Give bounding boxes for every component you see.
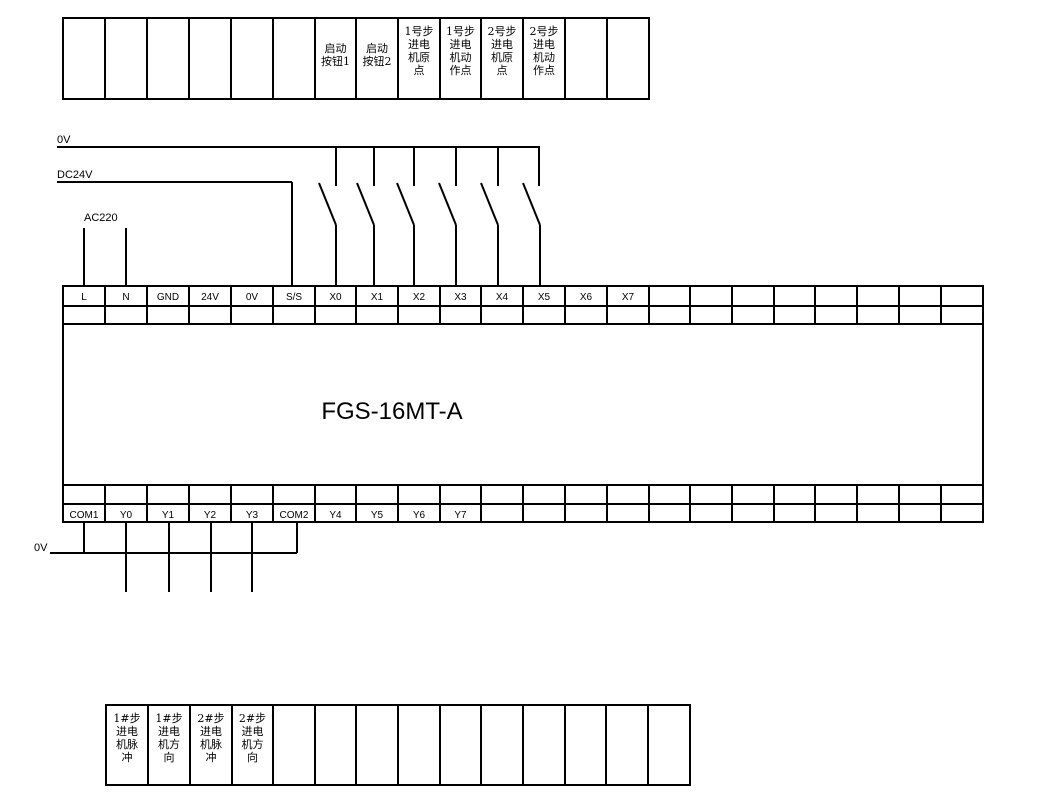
input-terminal-24v: 24V [201, 292, 219, 303]
input-label-line: 机动 [533, 50, 555, 64]
input-label-line: 2号步 [488, 25, 517, 38]
output-terminal-y0: Y0 [120, 510, 133, 521]
output-label-line: 1#步 [113, 712, 140, 725]
power-rails: 0V DC24V AC220 [57, 134, 540, 286]
output-label-line: 进电 [200, 725, 222, 738]
output-terminal-y4: Y4 [329, 510, 342, 521]
output-wiring: 0V [34, 522, 298, 592]
ac220-label: AC220 [84, 212, 118, 224]
input-switch-x2 [396, 147, 415, 286]
output-terminal-y6: Y6 [413, 510, 426, 521]
output-label-line: 机脉 [200, 737, 222, 751]
input-label-line: 1号步 [446, 25, 475, 38]
input-switch-x5 [522, 147, 541, 286]
input-terminal-0v: 0V [246, 292, 259, 303]
input-label-line: 按钮2 [363, 54, 392, 68]
output-label-line: 进电 [158, 725, 180, 738]
input-terminal-x0: X0 [329, 292, 342, 303]
output-terminal-y5: Y5 [371, 510, 384, 521]
input-label-line: 作点 [533, 64, 555, 77]
output-label-line: 进电 [242, 725, 264, 738]
input-label-line: 2号步 [530, 25, 559, 38]
rail-label-dc24v: DC24V [57, 169, 93, 181]
input-label-line: 作点 [450, 64, 472, 77]
output-label-line: 进电 [116, 725, 138, 738]
output-label-line: 机方 [158, 737, 180, 751]
output-terminal-com1: COM1 [70, 510, 99, 521]
input-switch-x1 [356, 147, 375, 286]
output-label-line: 冲 [122, 750, 133, 764]
input-terminal-n: N [122, 292, 129, 303]
rail-label-0v: 0V [57, 134, 71, 146]
plc-body: L N GND 24V 0V S/S X0 X1 X2 X3 X4 X5 X6 X7 COM1 Y0 Y1 Y2… [62, 285, 984, 523]
output-terminal-y1: Y1 [162, 510, 175, 521]
output-terminal-y7: Y7 [454, 510, 467, 521]
input-label-line: 进电 [408, 38, 430, 51]
input-label-line: 进电 [533, 38, 555, 51]
input-label-strip: 启动按钮1启动按钮21号步进电机原点1号步进电机动作点2号步进电机原点2号步进电… [62, 17, 650, 100]
input-switch-x4 [480, 147, 499, 286]
input-terminal-gnd: GND [157, 292, 179, 303]
plc-model-label: FGS-16MT-A [321, 398, 462, 425]
output-label-line: 2#步 [239, 712, 266, 725]
output-terminal-com2: COM2 [280, 510, 309, 521]
input-label-line: 进电 [450, 38, 472, 51]
input-switch-x0 [318, 147, 337, 286]
input-switch-x3 [438, 147, 457, 286]
output-label-line: 冲 [206, 750, 217, 764]
input-label-line: 点 [414, 64, 425, 77]
input-label-line: 启动 [325, 42, 347, 55]
input-terminal-ss: S/S [286, 292, 302, 303]
output-label-line: 2#步 [197, 712, 224, 725]
input-label-line: 按钮1 [321, 54, 350, 68]
output-label-line: 机方 [242, 737, 264, 751]
input-terminal-x2: X2 [413, 292, 426, 303]
input-label-line: 点 [497, 64, 508, 77]
input-terminal-x3: X3 [454, 292, 467, 303]
input-label-line: 启动 [366, 42, 388, 55]
input-label-line: 机动 [450, 50, 472, 64]
output-terminal-y3: Y3 [246, 510, 259, 521]
output-label-line: 向 [164, 750, 175, 764]
input-label-line: 机原 [491, 50, 513, 64]
input-label-line: 1号步 [405, 25, 434, 38]
input-terminal-x4: X4 [496, 292, 509, 303]
input-terminal-x5: X5 [538, 292, 551, 303]
input-terminal-x1: X1 [371, 292, 384, 303]
output-label-line: 1#步 [155, 712, 182, 725]
input-terminal-l: L [81, 292, 87, 303]
output-label-line: 向 [247, 750, 258, 764]
input-terminal-x7: X7 [622, 292, 635, 303]
input-label-line: 进电 [491, 38, 513, 51]
input-switches [318, 147, 541, 286]
output-terminal-y2: Y2 [204, 510, 217, 521]
input-terminal-x6: X6 [580, 292, 593, 303]
output-label-line: 机脉 [116, 737, 138, 751]
input-label-line: 机原 [408, 50, 430, 64]
out-rail-label-0v: 0V [34, 542, 48, 554]
